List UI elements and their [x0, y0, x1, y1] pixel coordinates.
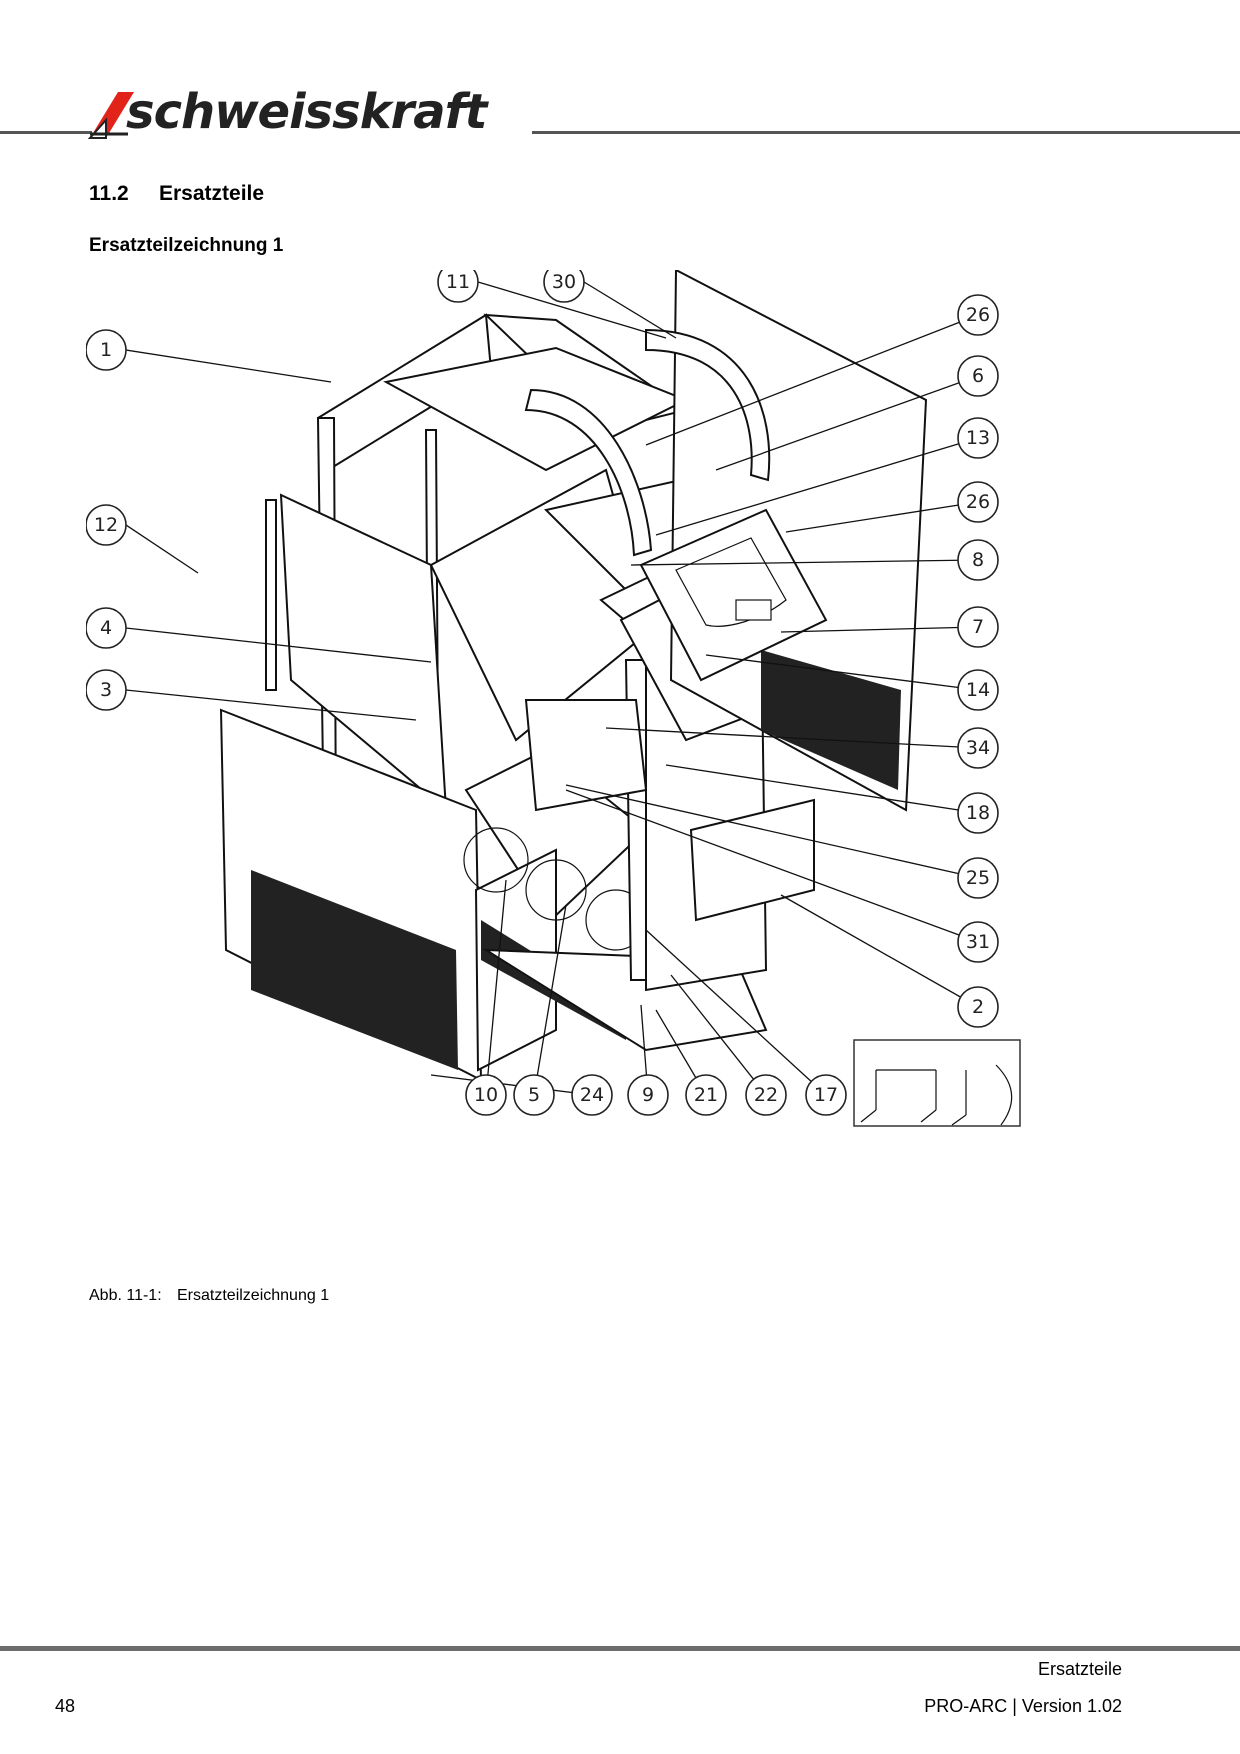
svg-text:2: 2: [972, 996, 984, 1018]
control-panel: [639, 508, 828, 682]
callout-22: 22: [745, 1074, 787, 1116]
figure-caption-text: Ersatzteilzeichnung 1: [177, 1287, 330, 1304]
svg-text:25: 25: [966, 867, 990, 889]
section-title: 11.2 Ersatzteile: [89, 182, 264, 206]
svg-text:34: 34: [966, 737, 990, 759]
handle-rear: [645, 328, 771, 482]
section-title-text: Ersatzteile: [159, 182, 265, 205]
callout-3: 3: [86, 669, 127, 711]
svg-text:14: 14: [966, 679, 990, 701]
callout-4: 4: [86, 607, 127, 649]
callout-31: 31: [957, 921, 999, 963]
svg-text:22: 22: [754, 1084, 778, 1106]
svg-text:3: 3: [100, 679, 112, 701]
svg-text:11: 11: [446, 271, 470, 293]
brand-logo: schweisskraft: [88, 86, 536, 142]
svg-text:7: 7: [972, 616, 984, 638]
svg-text:10: 10: [474, 1084, 498, 1106]
svg-text:9: 9: [642, 1084, 654, 1106]
svg-text:1: 1: [100, 339, 112, 361]
footer-section-name: Ersatzteile: [1037, 1659, 1122, 1679]
callout-8: 8: [957, 539, 999, 581]
callout-21: 21: [685, 1074, 727, 1116]
page-number: 48: [55, 1696, 76, 1716]
brand-name: schweisskraft: [126, 84, 487, 140]
left-vent-grille: [251, 870, 458, 1070]
callout-1: 1: [86, 329, 127, 371]
svg-text:5: 5: [528, 1084, 540, 1106]
spare-parts-drawing: 1 12 4 3 11 30 26 6 13 26 8 7 14 34 18 2…: [86, 270, 1021, 1127]
svg-text:18: 18: [966, 802, 990, 824]
footer-rule: [0, 1646, 1240, 1651]
svg-text:31: 31: [966, 931, 990, 953]
handle-front: [524, 388, 653, 557]
svg-text:24: 24: [580, 1084, 604, 1106]
callout-9: 9: [627, 1074, 669, 1116]
callout-30: 30: [543, 270, 585, 303]
section-number: 11.2: [89, 182, 129, 205]
header-rule-right: [532, 131, 1240, 134]
drawing-subtitle: Ersatzteilzeichnung 1: [89, 235, 284, 256]
callout-14: 14: [957, 669, 999, 711]
svg-text:6: 6: [972, 365, 984, 387]
svg-text:13: 13: [966, 427, 990, 449]
svg-text:21: 21: [694, 1084, 718, 1106]
callout-7: 7: [957, 606, 999, 648]
callout-25: 25: [957, 857, 999, 899]
svg-text:26: 26: [966, 491, 990, 513]
callout-10: 10: [465, 1074, 507, 1116]
tolerance-stamp: [853, 1039, 1021, 1127]
svg-text:26: 26: [966, 304, 990, 326]
svg-text:30: 30: [552, 271, 576, 293]
callout-12: 12: [86, 504, 127, 546]
figure-label: Abb. 11-1:: [89, 1287, 162, 1304]
callout-18: 18: [957, 792, 999, 834]
svg-text:4: 4: [100, 617, 112, 639]
logo-mark-icon: [88, 92, 134, 139]
callout-34: 34: [957, 727, 999, 769]
callout-17: 17: [805, 1074, 847, 1116]
callout-5: 5: [513, 1074, 555, 1116]
callout-24: 24: [571, 1074, 613, 1116]
svg-text:12: 12: [94, 514, 118, 536]
callout-26-top: 26: [957, 294, 999, 336]
callout-6: 6: [957, 355, 999, 397]
svg-text:8: 8: [972, 549, 984, 571]
callout-26-mid: 26: [957, 481, 999, 523]
callout-13: 13: [957, 417, 999, 459]
right-vent-grille: [761, 650, 901, 790]
frame-structure: [219, 270, 928, 1082]
leader-lines: [125, 281, 979, 1096]
svg-text:17: 17: [814, 1084, 838, 1106]
callout-11: 11: [437, 270, 479, 303]
callout-2: 2: [957, 986, 999, 1028]
figure-caption: Abb. 11-1: Ersatzteilzeichnung 1: [89, 1287, 329, 1305]
header-rule-left: [0, 131, 92, 134]
document-version: PRO-ARC | Version 1.02: [924, 1696, 1122, 1716]
